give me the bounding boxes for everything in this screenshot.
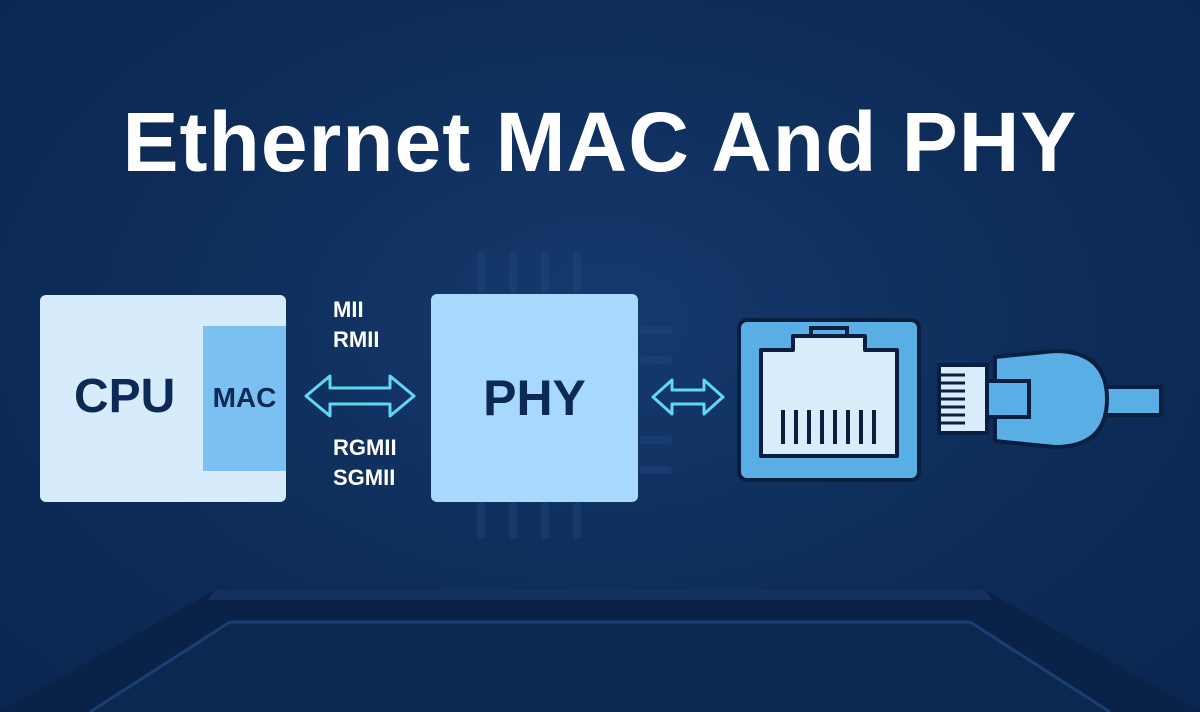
- platform: [0, 590, 1200, 712]
- phy-block: PHY: [431, 294, 638, 502]
- double-arrow-icon: [651, 378, 725, 416]
- interface-label-rmii: RMII: [333, 327, 380, 352]
- double-arrow-icon: [304, 374, 416, 418]
- interface-label-mii: MII: [333, 297, 364, 322]
- ethernet-plug-icon: [937, 349, 1163, 449]
- interface-label-sgmii: SGMII: [333, 465, 396, 490]
- mac-block: MAC: [203, 326, 286, 471]
- plug-contacts: [941, 373, 965, 425]
- circuit-traces: [477, 251, 672, 539]
- jack-pins: [781, 410, 876, 444]
- cpu-label: CPU: [74, 370, 176, 423]
- mac-label: MAC: [212, 382, 277, 413]
- cpu-block: CPU MAC: [40, 295, 286, 502]
- interface-labels-top: MII RMII: [333, 295, 379, 355]
- interface-labels-bottom: RGMII SGMII: [333, 433, 397, 493]
- page-title: Ethernet MAC And PHY: [122, 95, 1078, 189]
- phy-label: PHY: [483, 370, 586, 426]
- rj45-port-icon: [737, 318, 921, 482]
- interface-label-rgmii: RGMII: [333, 435, 397, 460]
